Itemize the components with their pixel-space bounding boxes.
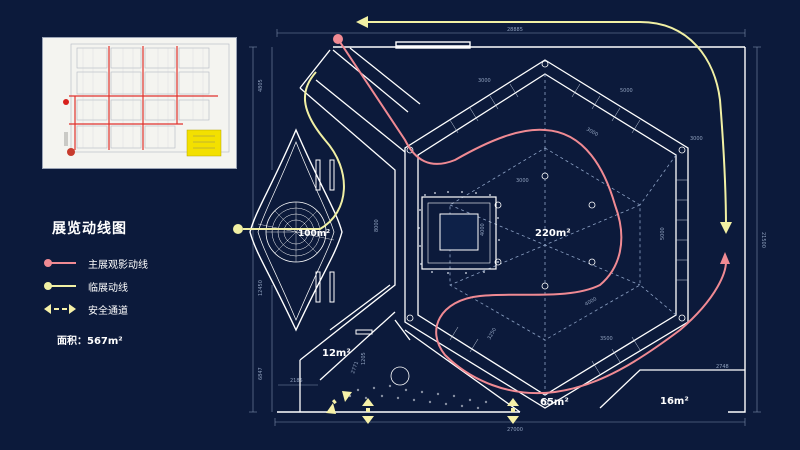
main-route	[333, 34, 730, 395]
garden-texture	[348, 384, 488, 410]
exit-arrow-icon	[362, 398, 374, 424]
area-text: 面积：567m²	[57, 336, 123, 347]
exit-arrow-icon	[507, 398, 519, 424]
tree	[390, 366, 410, 386]
legend-item-temp-route: 临展动线	[42, 277, 128, 295]
dim-bottom-left: 2185	[290, 378, 303, 384]
red-dot-line-icon	[44, 259, 76, 267]
plants	[418, 191, 500, 274]
dim-misc: 3000	[478, 78, 491, 84]
yellow-dot-line-icon	[44, 282, 76, 290]
column-nodes	[406, 60, 686, 406]
room-label-main: 220m²	[535, 228, 571, 239]
dim-misc: 3000	[690, 136, 703, 142]
side-panels	[315, 159, 373, 335]
room-labels: 220m² 100m² 12m² 65m² 16m²	[298, 228, 689, 408]
legend-label: 临展动线	[88, 282, 128, 294]
temp-route	[233, 16, 732, 234]
room-label-small: 12m²	[322, 348, 351, 359]
site-map-drawing	[43, 38, 236, 168]
dim-misc: 4000	[480, 223, 486, 236]
safety-exits	[326, 391, 519, 424]
legend-label: 安全通道	[88, 305, 128, 317]
site-map-inset	[42, 37, 237, 169]
dim-bottom: 27000	[507, 427, 523, 433]
room-label-round: 100m²	[298, 229, 330, 239]
dim-left-upper: 4805	[258, 79, 264, 92]
legend-item-safety-exit: 安全通道	[42, 300, 128, 318]
dim-misc: 2771	[350, 361, 360, 375]
dim-misc: 8000	[374, 219, 380, 232]
dim-misc: 5000	[620, 88, 633, 94]
legend-label: 主展观影动线	[88, 259, 148, 271]
dim-misc: 3250	[487, 327, 499, 341]
legend-title: 展览动线图	[52, 221, 127, 237]
wall-hatching	[449, 83, 688, 375]
dim-misc: 1205	[361, 352, 367, 365]
dim-misc: 3000	[516, 178, 529, 184]
inner-hexagon	[449, 74, 677, 395]
dimension-labels: 28885 27000 21500 4805 6847 12450 2185 2…	[258, 27, 766, 433]
double-arrow-icon	[44, 304, 76, 314]
outer-walls	[277, 41, 746, 413]
legend-item-main-route: 主展观影动线	[42, 254, 148, 272]
dim-top: 28885	[507, 27, 523, 33]
room-label-corner: 16m²	[660, 396, 689, 407]
circular-exhibit	[249, 128, 343, 332]
dim-misc: 5000	[660, 227, 666, 240]
dimension-lines	[249, 29, 761, 426]
dim-left-mid: 12450	[258, 280, 264, 296]
center-square-exhibit	[421, 196, 497, 270]
exit-arrow-icon	[326, 391, 352, 414]
dim-misc: 3000	[585, 127, 599, 139]
dim-bottom-right: 2748	[716, 364, 729, 370]
dim-left-lower: 6847	[258, 367, 264, 380]
dim-misc: 4000	[584, 296, 598, 308]
corridor-walls	[299, 47, 745, 413]
dim-misc: 3500	[600, 336, 613, 342]
room-label-lower: 65m²	[540, 397, 569, 408]
dim-right: 21500	[760, 232, 766, 248]
